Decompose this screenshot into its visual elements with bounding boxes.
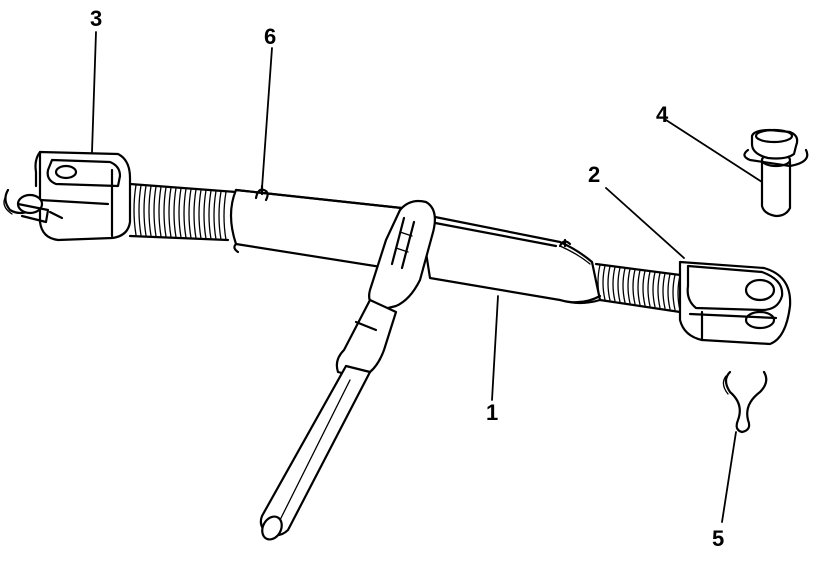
adjusting-handle xyxy=(259,199,437,541)
callout-5: 5 xyxy=(712,526,724,551)
right-threaded-rod xyxy=(594,262,690,314)
clevis-pin xyxy=(743,128,809,218)
right-clevis-end xyxy=(678,260,792,346)
callout-6: 6 xyxy=(264,24,276,49)
leader-lines xyxy=(91,31,763,523)
callout-1: 1 xyxy=(486,400,498,425)
spring-clip xyxy=(722,370,768,434)
callout-3: 3 xyxy=(90,6,102,31)
main-tube-body xyxy=(229,188,602,305)
left-clevis-end xyxy=(3,150,132,242)
callout-2: 2 xyxy=(588,162,600,187)
callout-4: 4 xyxy=(656,102,669,127)
left-threaded-rod xyxy=(128,182,238,242)
